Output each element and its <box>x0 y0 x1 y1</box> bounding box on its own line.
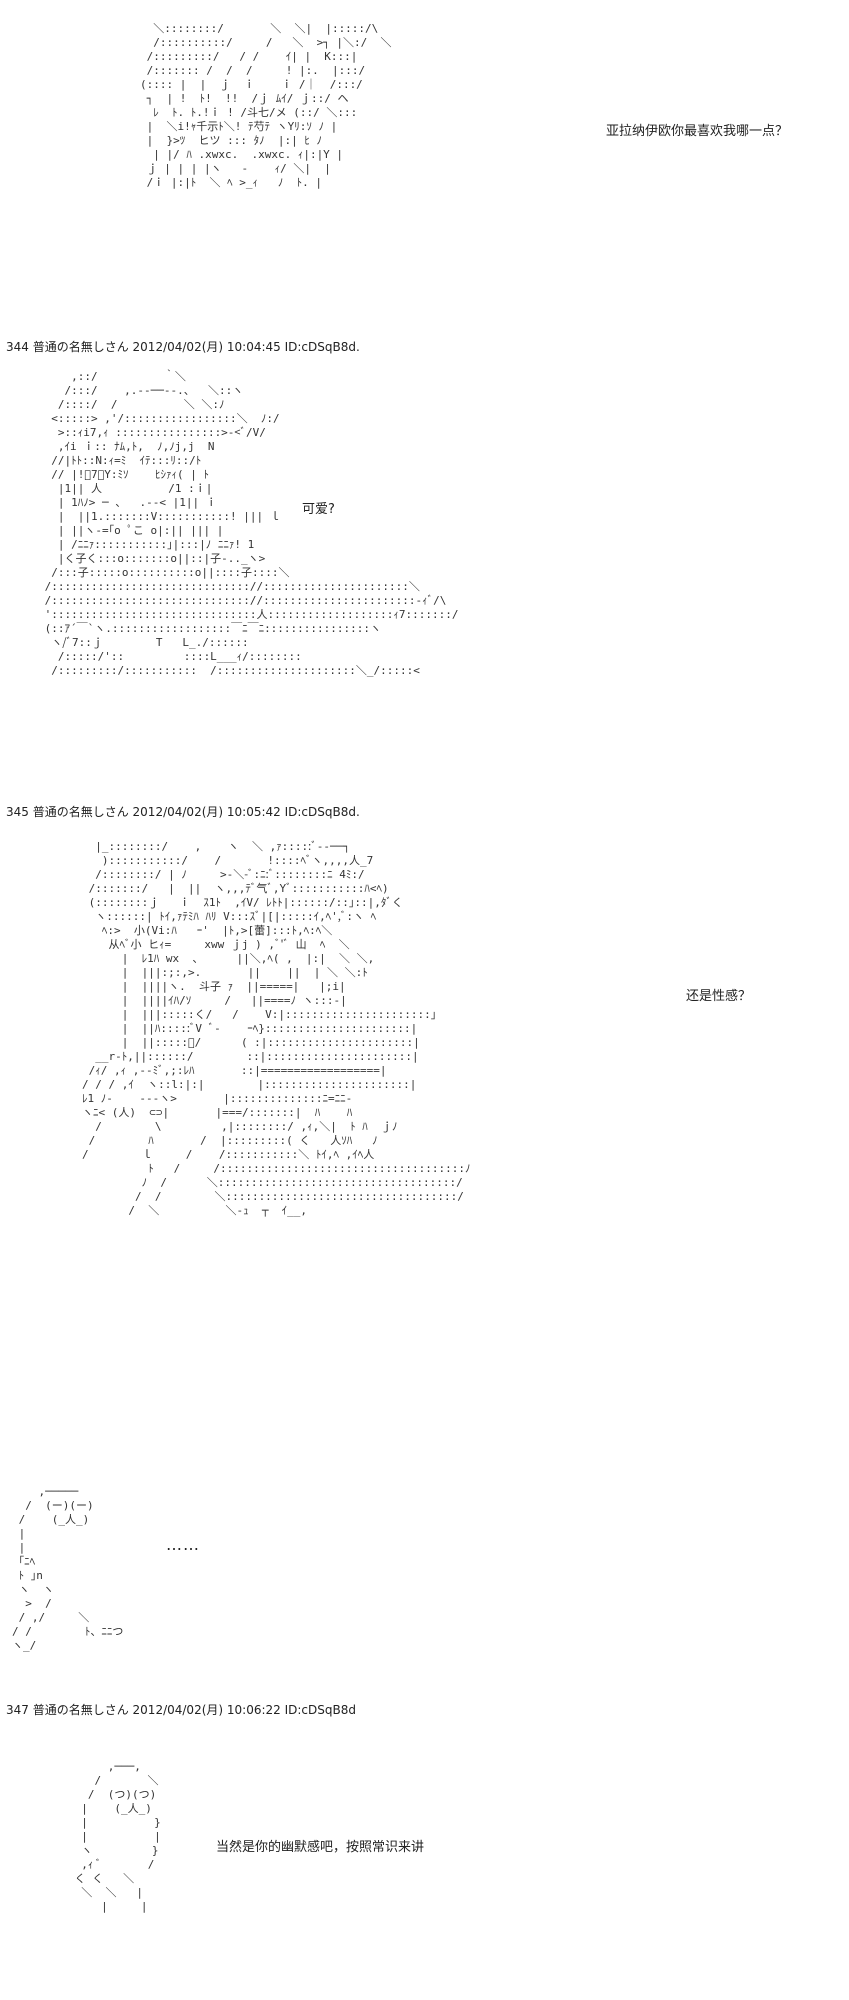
post-caption: 亚拉纳伊欧你最喜欢我哪一点？ <box>606 124 789 139</box>
ellipsis-text: …… <box>166 1535 200 1554</box>
ascii-art-block: ,───, / ＼ / (つ)(つ) | (_人_) | } | | ヽ } ,… <box>74 1760 161 1913</box>
ascii-art-block: |_::::::::/ , ヽ ＼ ,ｧ:::::ﾞ-‐──┐ ):::::::… <box>82 840 471 1217</box>
post-header: 347 普通の名無しさん 2012/04/02(月) 10:06:22 ID:c… <box>6 1703 356 1717</box>
ascii-art-block: ＼::::::::/ ＼ ＼| |:::::/\ /::::::::::/ / … <box>140 22 392 189</box>
ascii-art-block: ,::/ ｀＼ /:::/ ,.-‐──‐-.、 ＼::ヽ /::::/ / ＼… <box>44 370 459 677</box>
post-caption: 当然是你的幽默感吧，按照常识来讲 <box>216 1840 425 1855</box>
ascii-art-block: ,───── / (ー)(ー) / (_人_) | | ｢ﾆﾍ ﾄ ｣n ヽ ヽ… <box>12 1485 124 1652</box>
post-caption: 可爱? <box>302 502 335 517</box>
post-header: 345 普通の名無しさん 2012/04/02(月) 10:05:42 ID:c… <box>6 805 360 819</box>
post-header: 344 普通の名無しさん 2012/04/02(月) 10:04:45 ID:c… <box>6 340 360 354</box>
post-caption: 还是性感？ <box>686 989 752 1004</box>
